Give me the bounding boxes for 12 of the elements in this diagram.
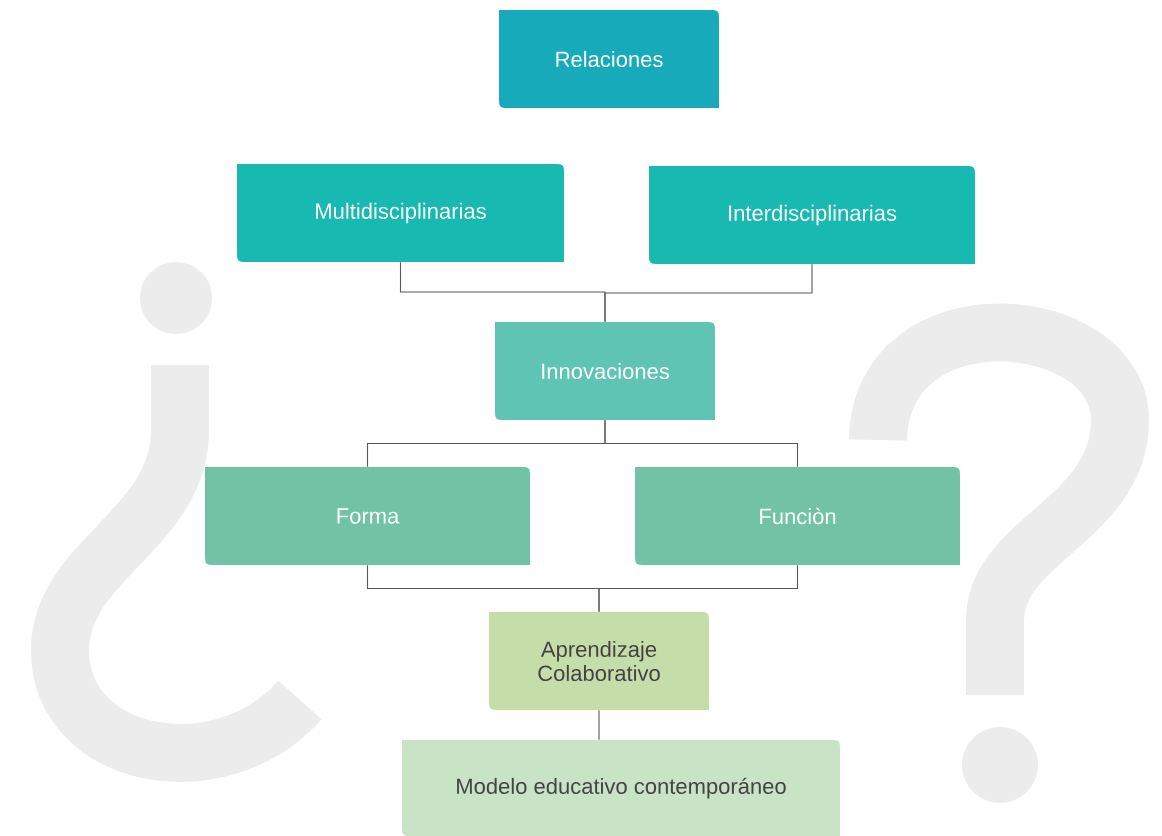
- process-box: Innovaciones: [495, 322, 715, 420]
- process-box: Interdisciplinarias: [649, 166, 975, 264]
- process-box: Multidisciplinarias: [237, 164, 564, 262]
- process-box: Forma: [205, 467, 530, 565]
- connector: [598, 564, 799, 613]
- process-box: Modelo educativo contemporáneo: [402, 740, 840, 836]
- process-box: Relaciones: [499, 10, 719, 108]
- process-box: Aprendizaje Colaborativo: [489, 612, 709, 710]
- connector: [598, 709, 600, 741]
- process-box: Funciòn: [635, 467, 960, 565]
- connector: [604, 419, 799, 468]
- connector: [604, 263, 813, 323]
